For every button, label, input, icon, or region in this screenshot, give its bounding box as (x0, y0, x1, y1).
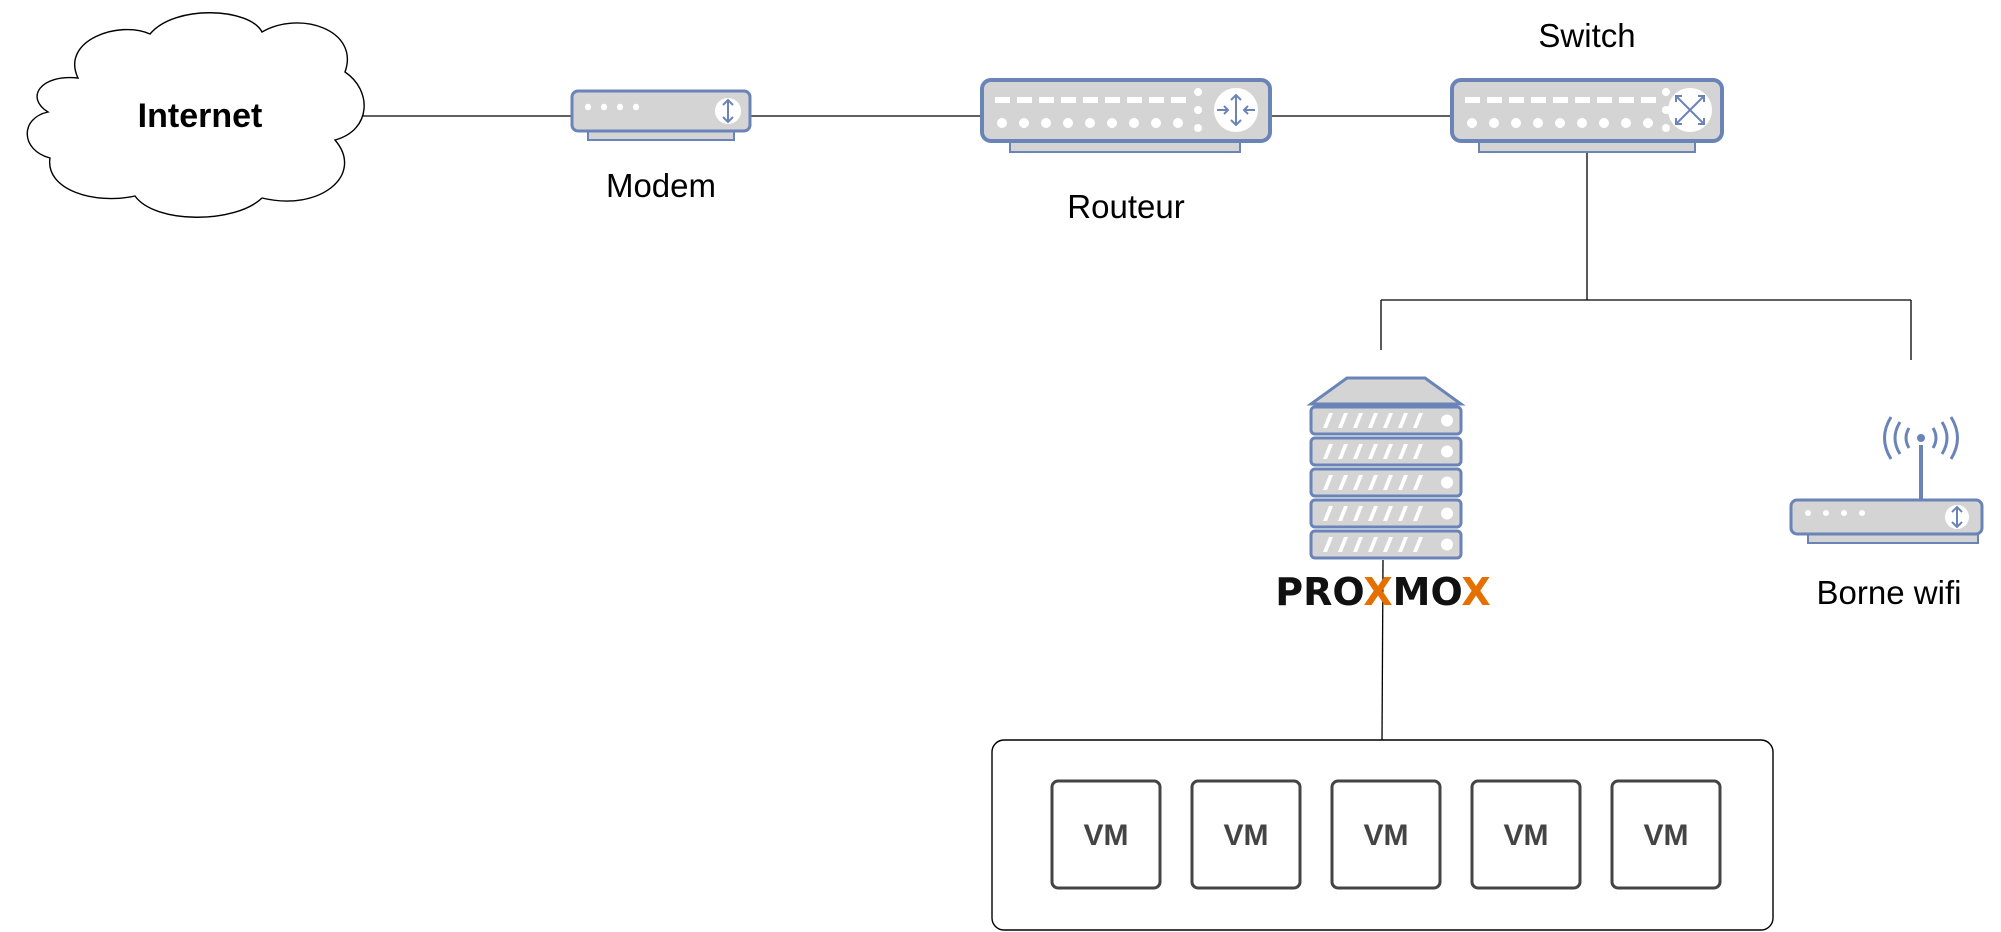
modem-icon (570, 89, 752, 141)
proxmox-logo: PROXMOX (1275, 570, 1490, 614)
modem-label: Modem (606, 167, 716, 204)
connections (335, 115, 1912, 741)
server-rack-unit (1309, 467, 1463, 498)
server-icon (1306, 376, 1466, 560)
vm-label: VM (1644, 819, 1689, 852)
cloud-icon (26, 12, 365, 218)
router-label: Routeur (1067, 188, 1184, 225)
switch-node: Switch (1450, 17, 1724, 153)
vm-label: VM (1504, 819, 1549, 852)
internet-label: Internet (138, 97, 263, 135)
router-icon (980, 78, 1272, 153)
server-rack-unit (1309, 498, 1463, 529)
server-rack-unit (1309, 436, 1463, 467)
router-node: Routeur (980, 78, 1272, 225)
vm-box: VM (1470, 779, 1582, 890)
vm-label: VM (1364, 819, 1409, 852)
wifi-node: Borne wifi (1789, 416, 1984, 611)
vm-box: VM (1050, 779, 1162, 890)
vm-box: VM (1330, 779, 1442, 890)
switch-icon (1450, 78, 1724, 153)
vm-group: VM VM VM VM VM (991, 739, 1774, 931)
server-rack-unit (1309, 529, 1463, 560)
vm-box: VM (1190, 779, 1302, 890)
internet-node: Internet (26, 12, 365, 218)
modem-node: Modem (570, 89, 752, 204)
wifi-label: Borne wifi (1817, 574, 1962, 611)
server-rack-unit (1309, 405, 1463, 436)
vm-box: VM (1610, 779, 1722, 890)
wire-server-vms (1381, 559, 1384, 741)
server-node: PROXMOX (1275, 376, 1491, 614)
vm-label: VM (1224, 819, 1269, 852)
vm-label: VM (1084, 819, 1129, 852)
switch-label: Switch (1538, 17, 1635, 54)
wifi-access-point-icon (1789, 416, 1984, 544)
